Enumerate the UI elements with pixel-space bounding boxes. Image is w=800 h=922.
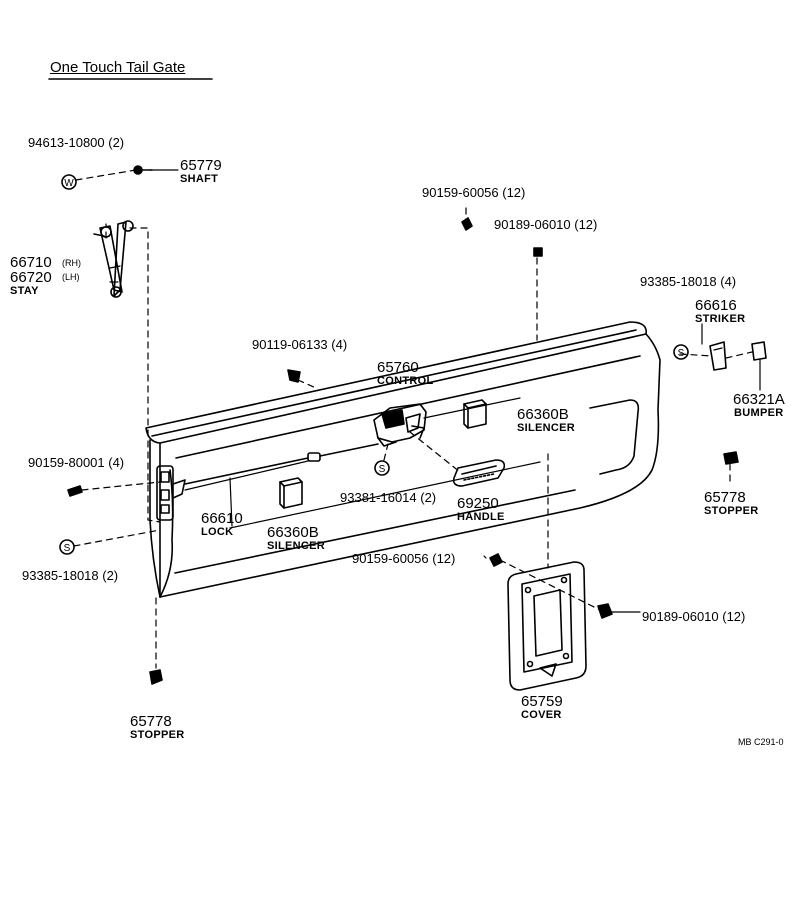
label-93385-right: 93385-18018 (4) <box>640 274 737 289</box>
label-66720-suffix: (LH) <box>62 272 80 282</box>
spring-symbol-mid: S <box>379 464 386 475</box>
page-title: One Touch Tail Gate <box>50 59 186 76</box>
label-94613: 94613-10800 (2) <box>28 135 125 150</box>
label-66360B-right: 66360B <box>517 406 569 423</box>
silencer-right <box>463 399 487 429</box>
label-65778-left-name: STOPPER <box>130 729 185 741</box>
label-65778-left: 65778 <box>130 713 172 730</box>
label-66360B-left-name: SILENCER <box>267 540 326 552</box>
label-90119: 90119-06133 (4) <box>252 337 348 352</box>
tailgate-panel <box>145 321 661 598</box>
label-65759: 65759 <box>521 693 563 710</box>
label-65779: 65779 <box>180 157 222 174</box>
control-assembly <box>373 397 521 447</box>
label-65778-right-name: STOPPER <box>704 505 759 517</box>
stay-assembly <box>93 220 134 298</box>
silencer-left <box>279 477 303 509</box>
spring-symbol-right: S <box>678 348 685 359</box>
cover-part <box>507 561 587 691</box>
label-66616-name: STRIKER <box>695 313 746 325</box>
label-90159-60056-mid: 90159-60056 (12) <box>352 551 456 566</box>
label-90189-06010-mid: 90189-06010 (12) <box>642 609 746 624</box>
label-66720: 66720 <box>10 269 52 286</box>
solid-leaders <box>109 169 761 613</box>
label-66360B-left: 66360B <box>267 524 319 541</box>
label-65760: 65760 <box>377 359 419 376</box>
label-90159-60056-top: 90159-60056 (12) <box>422 185 526 200</box>
diagram-code: MB C291-0 <box>738 737 784 747</box>
label-66710-suffix: (RH) <box>62 258 81 268</box>
label-65759-name: COVER <box>521 709 562 721</box>
label-93385-left: 93385-18018 (2) <box>22 568 119 583</box>
label-66610-name: LOCK <box>201 526 234 538</box>
fasteners <box>59 165 767 685</box>
label-66321A-name: BUMPER <box>734 407 784 419</box>
label-90189-06010-top: 90189-06010 (12) <box>494 217 598 232</box>
label-66610: 66610 <box>201 510 243 527</box>
label-66360B-right-name: SILENCER <box>517 422 576 434</box>
label-69250-name: HANDLE <box>457 511 505 523</box>
label-66616: 66616 <box>695 297 737 314</box>
label-65779-name: SHAFT <box>180 173 219 185</box>
label-66720-name: STAY <box>10 285 39 297</box>
handle-part <box>452 459 506 487</box>
lock-mechanism <box>156 443 379 527</box>
label-65778-right: 65778 <box>704 489 746 506</box>
label-93381: 93381-16014 (2) <box>340 490 437 505</box>
label-90159-80001: 90159-80001 (4) <box>28 455 125 470</box>
label-66321A: 66321A <box>733 391 785 408</box>
washer-symbol: W <box>64 178 74 189</box>
leader-lines <box>73 169 753 669</box>
label-65760-name: CONTROL <box>377 375 434 387</box>
label-69250: 69250 <box>457 495 499 512</box>
label-66710: 66710 <box>10 254 52 271</box>
spring-symbol-left: S <box>64 543 71 554</box>
